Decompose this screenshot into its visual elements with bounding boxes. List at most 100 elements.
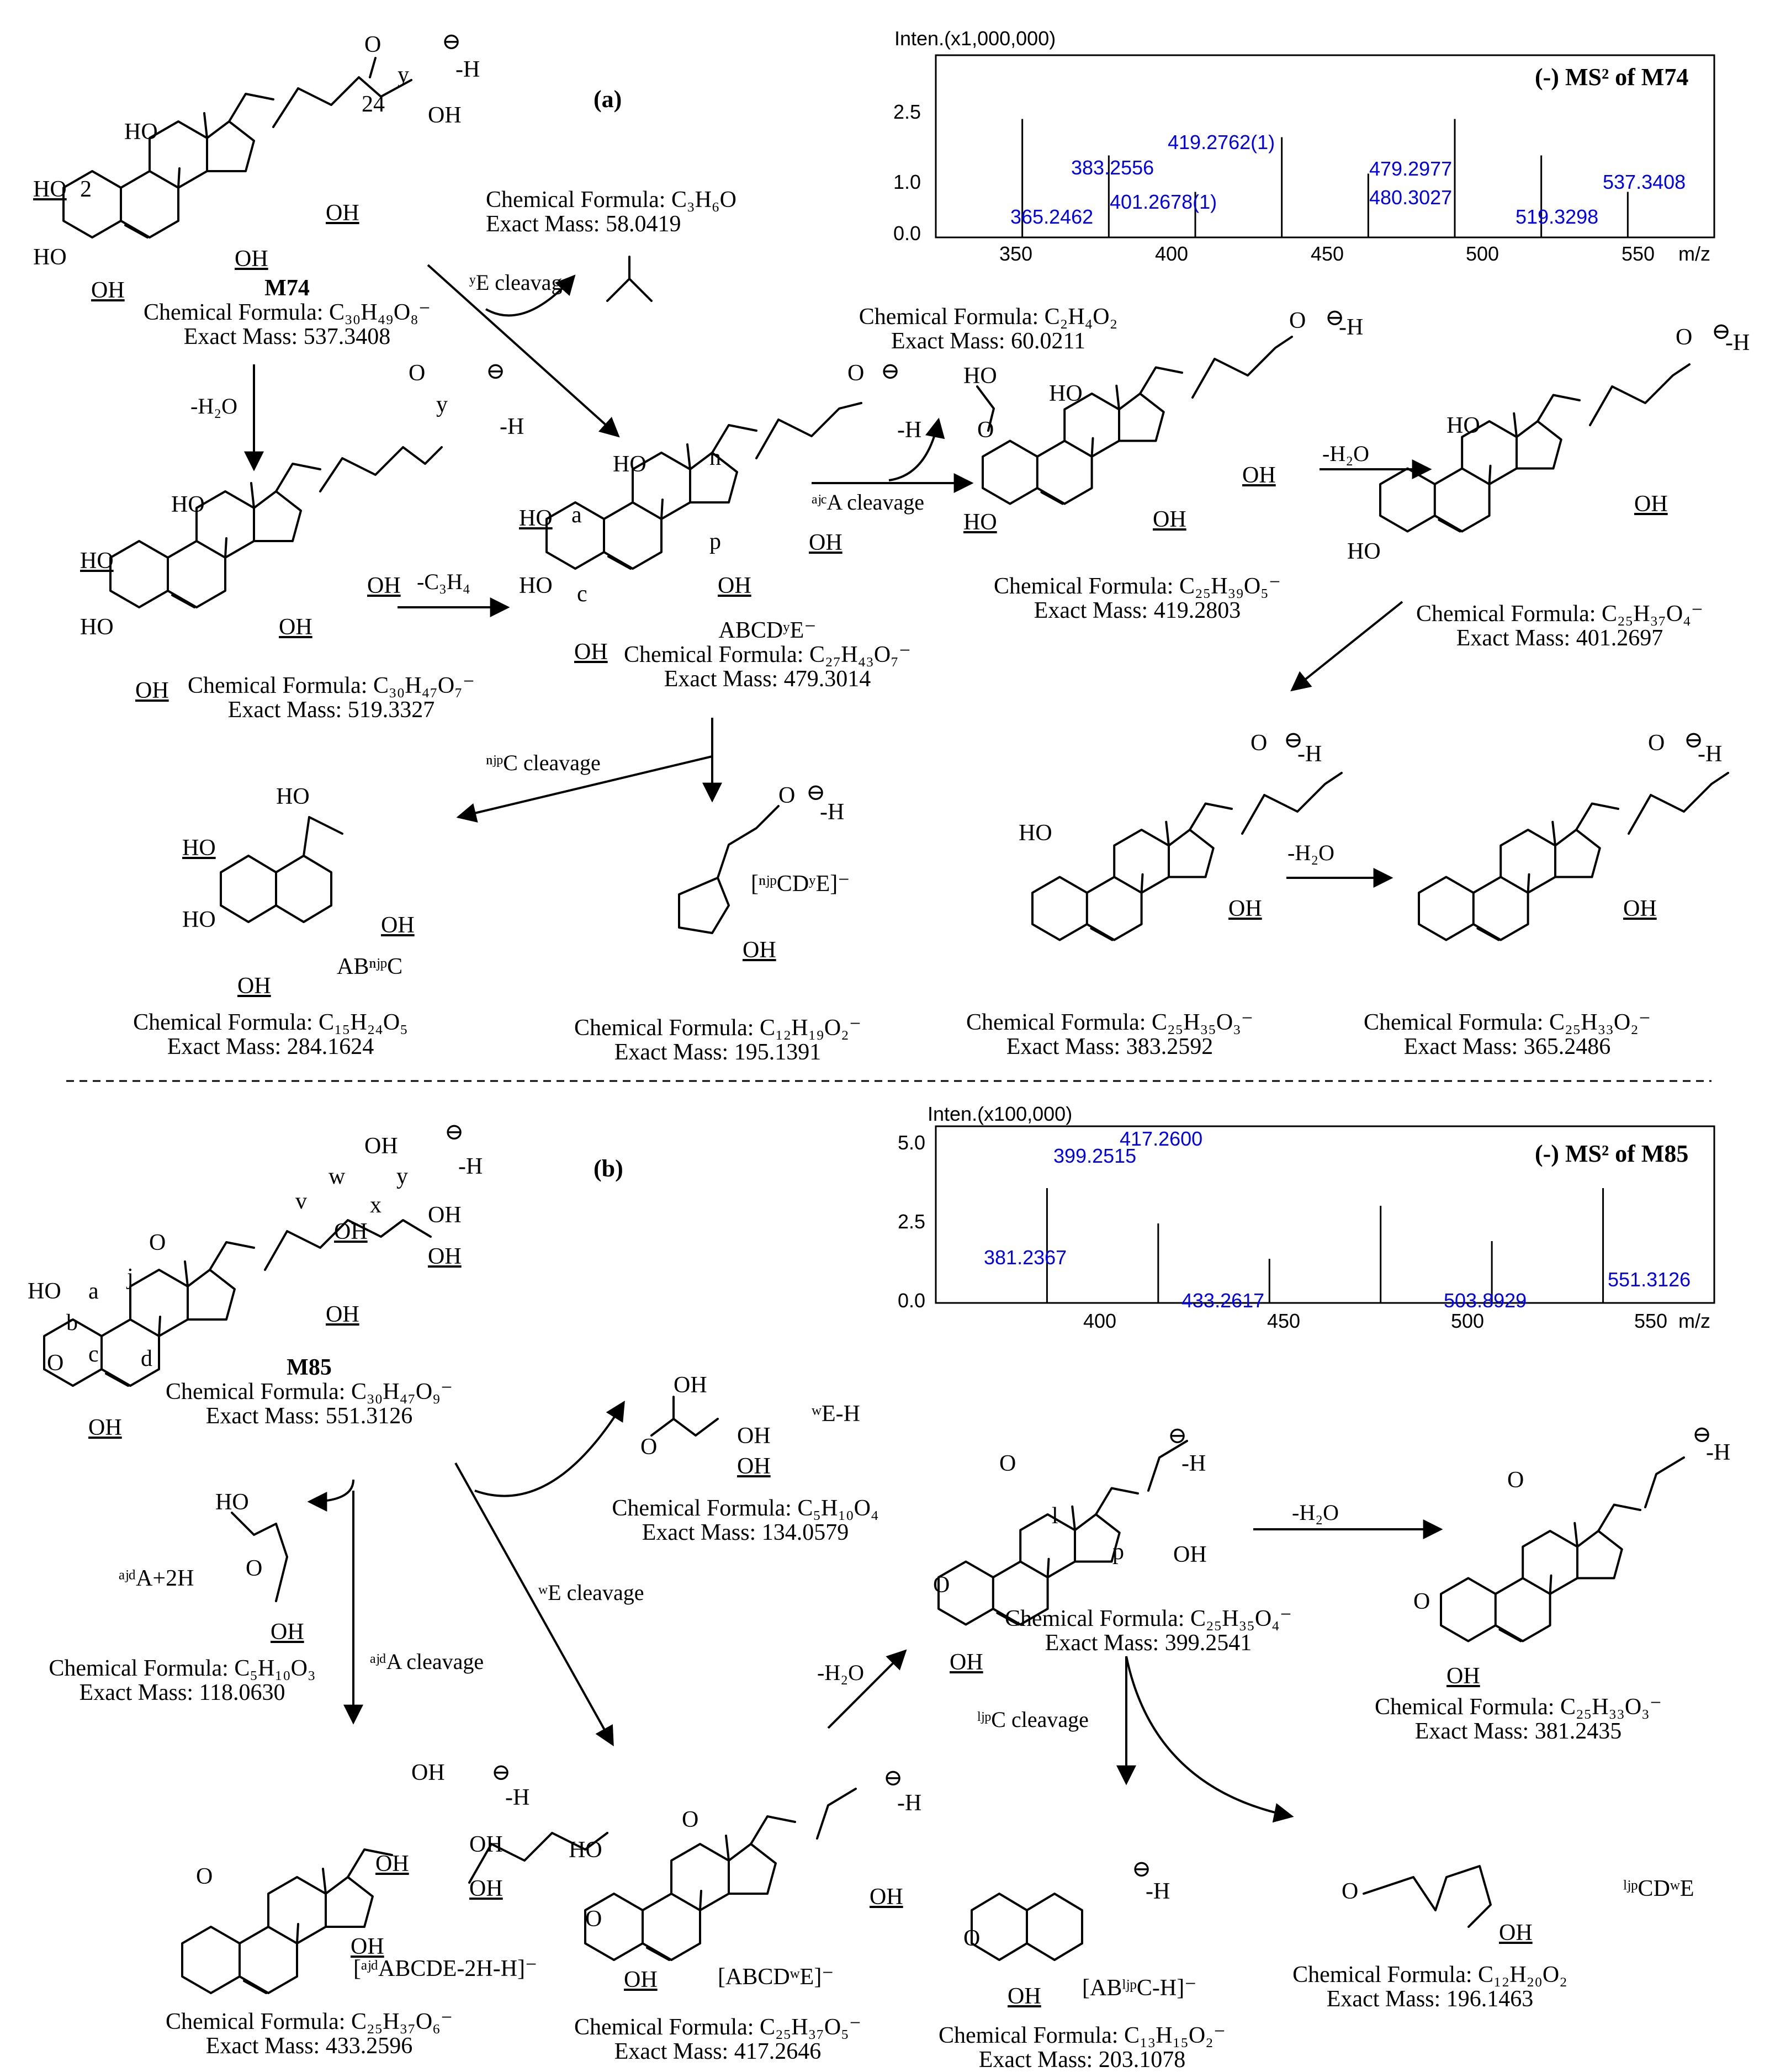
glycol-ho: HO — [963, 363, 997, 389]
lpcde-name: ˡʲᵖCDʷE — [1623, 1876, 1694, 1901]
m419-h: -H — [1339, 315, 1364, 340]
m419-15-oh: OH — [1242, 463, 1276, 488]
spectrum-m74-xtick-400: 400 — [1155, 242, 1189, 265]
skeleton-bond — [700, 1891, 701, 1910]
m419-skeleton — [983, 368, 1182, 504]
m399-15-oh: OH — [1173, 1542, 1207, 1567]
m365-h: -H — [1698, 741, 1723, 767]
m399-anion: ⊖ — [1168, 1423, 1188, 1449]
spectrum-m74-xtick-550: 550 — [1622, 242, 1655, 265]
skeleton-bond — [661, 500, 663, 519]
skeleton-bond — [244, 1981, 266, 1993]
abnpc-mass: Exact Mass: 284.1624 — [167, 1034, 374, 1060]
arrow-lp-c-cleavage-2 — [1125, 1656, 1294, 1823]
m74-formula: Chemical Formula: C₃₀H₄₉O₈⁻ — [144, 300, 431, 326]
spectrum-m74-ytick-0.0: 0.0 — [893, 222, 921, 245]
abnpc-11-oh: HO — [276, 784, 310, 809]
abcde-15-oh: OH — [809, 530, 842, 555]
skeleton-bond — [1419, 877, 1474, 940]
skeleton-bond — [1048, 1559, 1049, 1577]
abnpc-name: ABⁿʲᵖC — [337, 954, 403, 979]
panel-a-letter: (a) — [594, 86, 622, 113]
m85-site-x: x — [370, 1193, 381, 1218]
skeleton-bond — [1190, 804, 1232, 830]
lpcde-mass: Exact Mass: 196.1463 — [1326, 1986, 1534, 2012]
ada-mass: Exact Mass: 118.0630 — [79, 1680, 285, 1706]
skeleton-bond — [712, 425, 756, 453]
skeleton-bond — [1092, 438, 1093, 457]
acetone-label: Chemical Formula: C₃H₆O Exact Mass: 58.0… — [486, 188, 773, 236]
skeleton-bond — [348, 1850, 392, 1877]
skeleton-bond — [1499, 1630, 1520, 1641]
peak-label-480: 480.3027 — [1369, 186, 1453, 209]
skeleton-bond — [1477, 929, 1498, 940]
skeleton-bond — [130, 1270, 188, 1336]
skeletal-structures — [44, 57, 1729, 1993]
m417-2-oh: HO — [569, 1837, 602, 1863]
skeleton-bond — [110, 541, 168, 607]
abcde-19-oh: OH — [574, 639, 608, 665]
m365-label: Chemical Formula: C₂₅H₃₃O₂⁻ Exact Mass: … — [1358, 1010, 1656, 1059]
m417-skeleton — [585, 1816, 795, 1960]
ada-o: O — [246, 1556, 263, 1581]
m203-name: [ABˡʲᵖC-H]⁻ — [1082, 1975, 1197, 2001]
arrow-glycol-release — [888, 417, 945, 481]
m417-formula: Chemical Formula: C₂₅H₃₇O₅⁻ — [574, 2015, 861, 2040]
skeleton-bond — [997, 1613, 1018, 1625]
skeleton-bond — [125, 225, 147, 237]
spectrum-m85-xtick-550: 550 — [1634, 1310, 1668, 1332]
abcde-mass: Exact Mass: 479.3014 — [664, 666, 871, 692]
abnpc-3-oh: HO — [182, 907, 216, 932]
m381-19-oh: OH — [1446, 1663, 1480, 1689]
m433-anion: ⊖ — [491, 1760, 511, 1785]
m519-formula: Chemical Formula: C₃₀H₄₇O₇⁻ — [188, 673, 475, 698]
m365-mass: Exact Mass: 365.2486 — [1403, 1034, 1611, 1060]
spectrum-m74-xtick-450: 450 — [1311, 242, 1344, 265]
skeleton-bond — [1575, 1523, 1577, 1547]
skeleton-bond — [1140, 368, 1182, 394]
skeleton-bond — [1441, 1578, 1496, 1641]
m85-ketone-o-3: O — [47, 1350, 64, 1376]
abcde-formula: Chemical Formula: C₂₇H₄₃O₇⁻ — [624, 642, 911, 668]
m85-formula: Chemical Formula: C₃₀H₄₇O₉⁻ — [166, 1379, 453, 1405]
skeleton-bond — [1380, 469, 1435, 532]
m203-formula: Chemical Formula: C₁₃H₁₅O₂⁻ — [939, 2023, 1226, 2048]
m433-mass: Exact Mass: 433.2596 — [205, 2033, 413, 2059]
m401-h: -H — [1725, 330, 1750, 356]
skeleton-bond — [983, 441, 1037, 504]
abcde-2-oh: HO — [519, 506, 553, 531]
spectrum-m85-ytick-5.0: 5.0 — [898, 1131, 926, 1154]
m74-skeleton — [63, 94, 273, 237]
arrow-we-release — [474, 1400, 625, 1497]
we-h — [650, 1396, 719, 1437]
m381-anion: ⊖ — [1692, 1422, 1712, 1448]
skeleton-bond — [647, 1948, 669, 1960]
m519-label: Chemical Formula: C₃₀H₄₇O₇⁻ Exact Mass: … — [188, 674, 475, 722]
npcde-ald-o: O — [778, 783, 796, 808]
m383-anion: ⊖ — [1284, 728, 1303, 753]
m365-skeleton — [1419, 804, 1618, 940]
spectrum-m85-plot — [935, 1125, 1715, 1304]
skeleton-bond — [1439, 520, 1460, 532]
m399-ketone-o-3: O — [933, 1572, 950, 1598]
m383-label: Chemical Formula: C₂₅H₃₅O₃⁻ Exact Mass: … — [961, 1010, 1259, 1059]
m519-15-oh: OH — [367, 573, 401, 598]
m401-15-oh: OH — [1634, 491, 1668, 517]
m74-anion: ⊖ — [442, 29, 462, 55]
m74-side-oh: OH — [428, 103, 462, 128]
m401-11-oh: HO — [1446, 413, 1480, 438]
skeleton-bond — [671, 1844, 729, 1910]
m417-h: -H — [897, 1790, 922, 1816]
spectrum-m74-title: (-) MS² of M74 — [1535, 63, 1689, 91]
m383-side-chain — [1241, 772, 1343, 835]
skeleton-bond — [1142, 875, 1143, 893]
skeleton-bond — [1041, 492, 1062, 504]
m203-mass: Exact Mass: 203.1078 — [978, 2047, 1186, 2072]
glycol-o: O — [977, 417, 994, 443]
m519-skeleton — [110, 464, 320, 607]
m433-label: Chemical Formula: C₂₅H₃₇O₆⁻ Exact Mass: … — [160, 2010, 458, 2058]
peak-label-419: 419.2762(1) — [1168, 131, 1275, 153]
skeleton-bond — [1116, 386, 1119, 410]
ada-name: ᵃʲᵈA+2H — [119, 1566, 194, 1591]
skeleton-bond — [188, 1270, 235, 1319]
